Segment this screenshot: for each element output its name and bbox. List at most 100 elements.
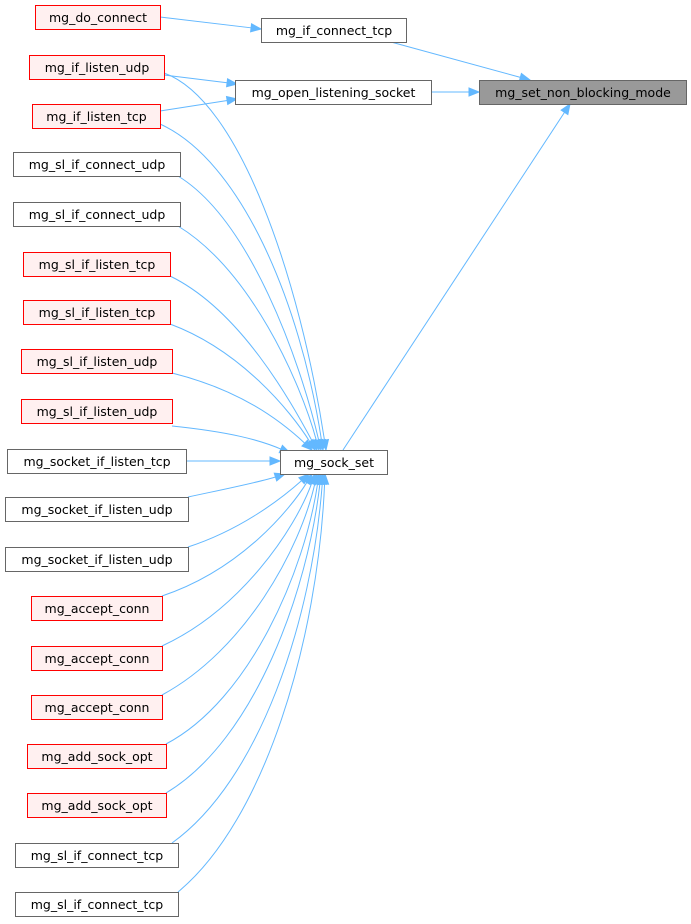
node-label: mg_add_sock_opt [41, 798, 152, 813]
edge-if-listen-tcp-to-sock-set [159, 123, 323, 442]
node-box [479, 80, 687, 105]
node-label: mg_sl_if_connect_udp [29, 207, 166, 222]
node-accept-conn-3[interactable]: mg_accept_conn [31, 695, 163, 720]
edge-sl-connect-tcp-1-to-sock-set [171, 482, 323, 844]
node-box [31, 646, 163, 671]
node-label: mg_add_sock_opt [41, 749, 152, 764]
node-box [15, 843, 179, 868]
edge-socket-listen-udp-2-to-sock-set [187, 479, 303, 548]
node-box [32, 104, 161, 129]
node-sl-listen-tcp-2[interactable]: mg_sl_if_listen_tcp [23, 300, 171, 325]
edge-accept-conn-3-to-sock-set [161, 482, 316, 696]
edge-sl-connect-udp-2-to-sock-set [177, 225, 318, 442]
node-socket-listen-tcp[interactable]: mg_socket_if_listen_tcp [7, 449, 187, 474]
edge-do-connect-to-if-connect-tcp [159, 16, 253, 29]
node-box [21, 349, 173, 374]
node-label: mg_open_listening_socket [252, 85, 416, 100]
edge-open-listening-to-target-arrowhead [468, 87, 481, 97]
edge-sock-set-to-target-arrowhead [560, 102, 571, 116]
node-box [21, 399, 173, 424]
node-sl-connect-tcp-1[interactable]: mg_sl_if_connect_tcp [15, 843, 179, 868]
edges-layer [159, 16, 571, 893]
node-box [31, 596, 163, 621]
node-label: mg_set_non_blocking_mode [495, 85, 671, 100]
node-box [7, 449, 187, 474]
edge-sl-connect-tcp-2-to-sock-set-arrowhead [319, 472, 330, 485]
edge-do-connect-to-if-connect-tcp-arrowhead [250, 23, 263, 33]
node-box [27, 744, 167, 769]
node-label: mg_sl_if_connect_tcp [31, 897, 164, 912]
node-box [5, 497, 189, 522]
edge-sock-set-to-target [342, 111, 566, 451]
node-add-sock-opt-2[interactable]: mg_add_sock_opt [27, 793, 167, 818]
edge-sl-listen-udp-2-to-sock-set [171, 425, 282, 450]
node-box [280, 450, 388, 475]
node-label: mg_sock_set [294, 455, 374, 470]
edge-socket-listen-udp-1-to-sock-set [187, 476, 277, 498]
node-box [261, 18, 407, 43]
node-sl-connect-udp-1[interactable]: mg_sl_if_connect_udp [13, 152, 181, 177]
node-socket-listen-udp-2[interactable]: mg_socket_if_listen_udp [5, 547, 189, 572]
node-box [23, 300, 171, 325]
node-label: mg_accept_conn [45, 651, 150, 666]
edge-socket-listen-udp-1-to-sock-set-arrowhead [273, 472, 287, 482]
edge-if-connect-tcp-to-target [390, 41, 522, 79]
node-label: mg_if_listen_tcp [46, 109, 146, 124]
node-box [31, 695, 163, 720]
edge-sl-listen-udp-1-to-sock-set [171, 372, 306, 445]
edge-socket-listen-tcp-to-sock-set-arrowhead [269, 456, 282, 466]
node-label: mg_sl_if_listen_tcp [39, 257, 156, 272]
node-add-sock-opt-1[interactable]: mg_add_sock_opt [27, 744, 167, 769]
node-accept-conn-2[interactable]: mg_accept_conn [31, 646, 163, 671]
node-box [13, 152, 181, 177]
edge-accept-conn-2-to-sock-set [161, 482, 313, 647]
node-label: mg_if_connect_tcp [276, 23, 392, 38]
node-open-listening[interactable]: mg_open_listening_socket [235, 80, 432, 105]
edge-sl-connect-udp-1-to-sock-set [177, 175, 320, 442]
node-box [13, 202, 181, 227]
node-label: mg_socket_if_listen_tcp [23, 454, 170, 469]
node-box [235, 80, 432, 105]
edge-add-sock-opt-2-to-sock-set [165, 482, 321, 794]
edge-sl-connect-tcp-2-to-sock-set [177, 482, 326, 893]
edge-if-listen-udp-to-sock-set [163, 72, 326, 442]
node-accept-conn-1[interactable]: mg_accept_conn [31, 596, 163, 621]
node-sl-connect-tcp-2[interactable]: mg_sl_if_connect_tcp [15, 892, 179, 917]
node-if-listen-tcp[interactable]: mg_if_listen_tcp [32, 104, 161, 129]
node-label: mg_sl_if_listen_tcp [39, 305, 156, 320]
node-box [27, 793, 167, 818]
node-sl-listen-udp-2[interactable]: mg_sl_if_listen_udp [21, 399, 173, 424]
node-label: mg_socket_if_listen_udp [21, 552, 172, 567]
edge-sl-listen-udp-1-to-sock-set-arrowhead [301, 439, 313, 451]
edge-add-sock-opt-1-to-sock-set [165, 482, 319, 745]
node-sl-connect-udp-2[interactable]: mg_sl_if_connect_udp [13, 202, 181, 227]
node-sl-listen-tcp-1[interactable]: mg_sl_if_listen_tcp [23, 252, 171, 277]
node-label: mg_if_listen_udp [45, 60, 150, 75]
edge-sl-listen-tcp-2-to-sock-set [169, 323, 311, 443]
edge-if-listen-tcp-to-open-listening [159, 99, 229, 112]
node-label: mg_accept_conn [45, 700, 150, 715]
edge-accept-conn-1-to-sock-set [161, 481, 308, 597]
node-do-connect[interactable]: mg_do_connect [35, 5, 161, 30]
node-label: mg_accept_conn [45, 601, 150, 616]
node-if-connect-tcp[interactable]: mg_if_connect_tcp [261, 18, 407, 43]
node-sl-listen-udp-1[interactable]: mg_sl_if_listen_udp [21, 349, 173, 374]
node-if-listen-udp[interactable]: mg_if_listen_udp [29, 55, 165, 80]
node-socket-listen-udp-1[interactable]: mg_socket_if_listen_udp [5, 497, 189, 522]
node-label: mg_do_connect [49, 10, 147, 25]
nodes-layer: mg_set_non_blocking_mode mg_if_connect_tc… [5, 5, 687, 917]
node-box [5, 547, 189, 572]
node-box [35, 5, 161, 30]
edge-if-listen-udp-to-open-listening-arrowhead [225, 78, 239, 88]
node-box [23, 252, 171, 277]
node-label: mg_sl_if_connect_tcp [31, 848, 164, 863]
edge-sl-listen-tcp-1-to-sock-set [169, 275, 314, 443]
node-target[interactable]: mg_set_non_blocking_mode [479, 80, 687, 105]
node-label: mg_socket_if_listen_udp [21, 502, 172, 517]
node-box [15, 892, 179, 917]
node-label: mg_sl_if_connect_udp [29, 157, 166, 172]
node-box [29, 55, 165, 80]
node-sock-set[interactable]: mg_sock_set [280, 450, 388, 475]
edge-if-listen-udp-to-open-listening [163, 74, 229, 84]
